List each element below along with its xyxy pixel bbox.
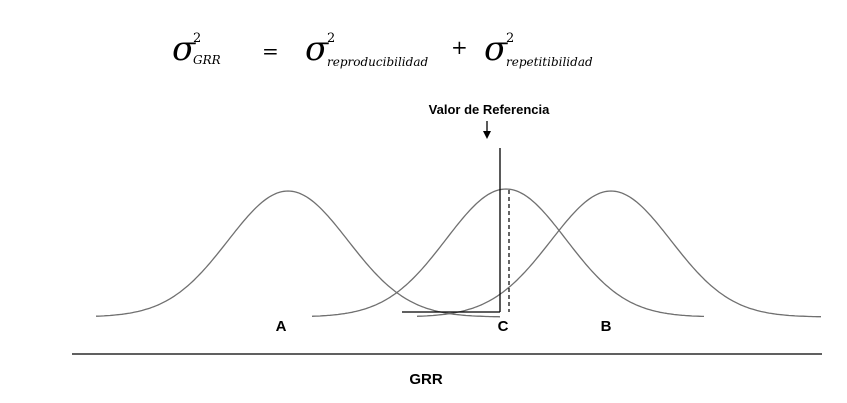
curve-label-b: B — [601, 318, 612, 335]
sigma-repetitibilidad-symbol: σ — [484, 29, 508, 69]
reference-arrow-head — [483, 131, 491, 139]
sigma-grr-subscript: GRR — [193, 53, 221, 67]
sigma-repetitibilidad-subscript: repetitibilidad — [506, 55, 593, 69]
sigma-grr-symbol: σ — [172, 29, 196, 69]
formula: σ 2 GRR = σ 2 reproducibilidad + σ 2 rep… — [172, 29, 593, 69]
plus-sign: + — [451, 35, 468, 59]
equals-sign: = — [262, 39, 279, 63]
sigma-reproducibilidad-symbol: σ — [305, 29, 329, 69]
curve-label-c: C — [498, 318, 509, 335]
sigma-reproducibilidad-subscript: reproducibilidad — [327, 55, 428, 69]
distribution-curve-c — [311, 188, 704, 318]
distribution-curve-b — [416, 190, 821, 318]
sigma-reproducibilidad-exponent: 2 — [327, 31, 335, 46]
distribution-curve-a — [96, 190, 501, 318]
reference-arrow — [483, 121, 491, 139]
sigma-grr-exponent: 2 — [193, 31, 201, 46]
reference-value-label: Valor de Referencia — [429, 102, 550, 117]
axis-label: GRR — [409, 371, 443, 388]
curve-label-a: A — [276, 318, 287, 335]
sigma-repetitibilidad-exponent: 2 — [506, 31, 514, 46]
